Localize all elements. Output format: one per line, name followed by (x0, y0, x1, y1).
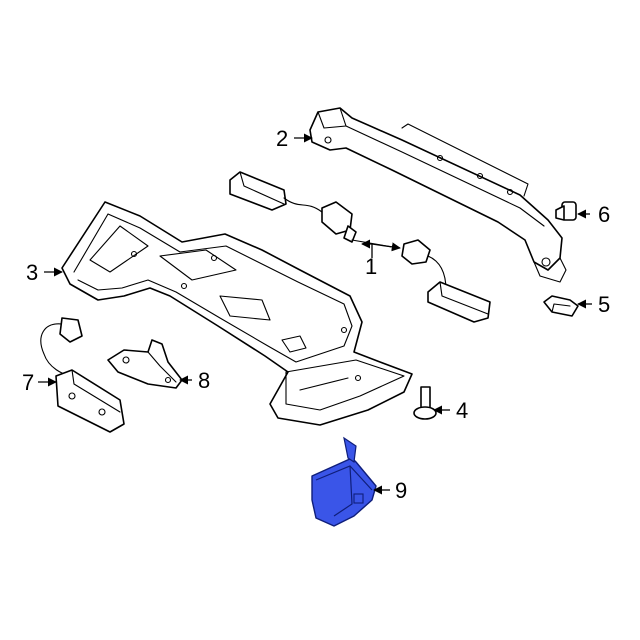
callout-5: 5 (598, 292, 610, 317)
callout-4: 4 (456, 398, 468, 423)
leader-lines (38, 133, 592, 495)
part-2-bracket[interactable] (309, 107, 567, 283)
callout-9: 9 (395, 478, 407, 503)
part-6-clip[interactable] (555, 201, 577, 221)
callout-labels: 1 2 3 4 5 6 7 8 9 (22, 126, 610, 503)
part-1-harness[interactable] (229, 171, 491, 323)
callout-8: 8 (198, 368, 210, 393)
callout-2: 2 (276, 126, 288, 151)
part-5-plate[interactable] (543, 295, 579, 317)
callout-1: 1 (365, 254, 377, 279)
callout-7: 7 (22, 370, 34, 395)
callout-3: 3 (26, 260, 38, 285)
part-3-panel[interactable] (61, 201, 413, 426)
part-9-cover[interactable] (311, 436, 377, 527)
part-7-lamp[interactable] (40, 317, 125, 433)
part-4-bolt[interactable] (413, 386, 437, 420)
part-8-bracket[interactable] (107, 339, 183, 389)
callout-6: 6 (598, 202, 610, 227)
